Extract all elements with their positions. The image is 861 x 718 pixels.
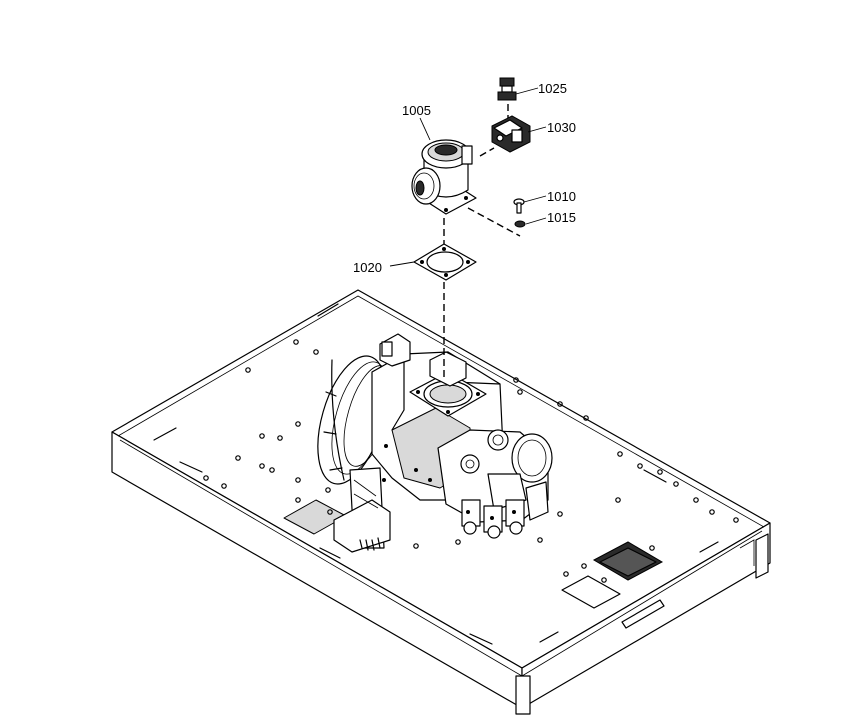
callout-labels: 1005 1025 1030 1010 1015 1020 <box>353 81 576 275</box>
callout-1015: 1015 <box>547 210 576 225</box>
callout-1010: 1010 <box>547 189 576 204</box>
callout-1005: 1005 <box>402 103 431 118</box>
burner-assembly <box>317 333 553 553</box>
part-1030-actuator <box>491 115 531 153</box>
assembly-lines <box>443 104 521 380</box>
leader-lines <box>389 87 547 267</box>
callout-1020: 1020 <box>353 260 382 275</box>
part-1015-washer <box>514 220 526 228</box>
part-1020-gasket <box>413 243 477 281</box>
part-1005-venturi <box>411 139 477 215</box>
part-1025-connector <box>497 77 517 101</box>
callout-1030: 1030 <box>547 120 576 135</box>
callout-1025: 1025 <box>538 81 567 96</box>
mounting-holes <box>203 339 739 583</box>
part-1010-screw <box>513 198 525 214</box>
